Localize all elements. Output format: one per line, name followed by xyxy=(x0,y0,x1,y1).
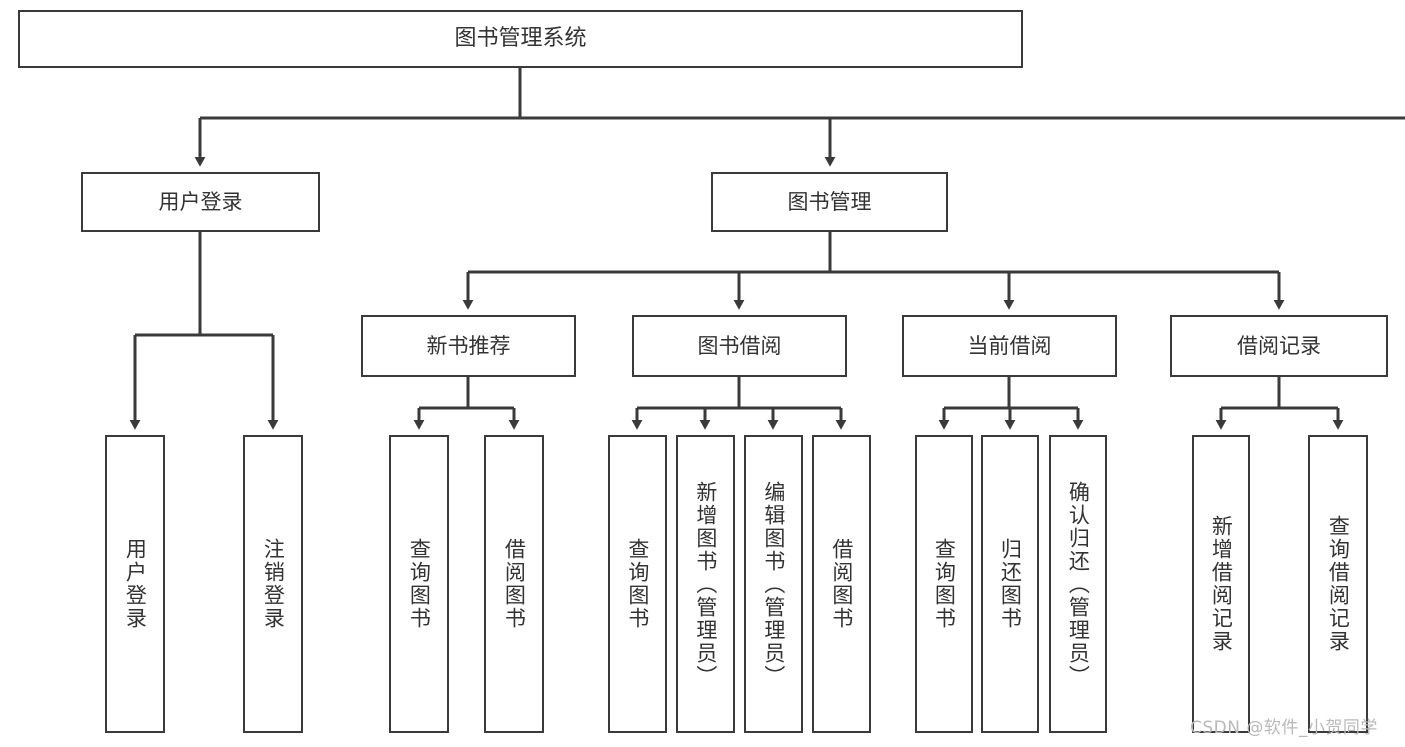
node-borrow-record[interactable]: 借阅记录 xyxy=(1170,315,1388,377)
leaf-add-book-admin[interactable]: 新增图书（管理员） xyxy=(676,435,735,733)
leaf-label: 新增借阅记录 xyxy=(1209,515,1234,653)
leaf-label: 借阅图书 xyxy=(829,538,854,630)
node-book-borrow[interactable]: 图书借阅 xyxy=(632,315,847,377)
leaf-confirm-return-admin[interactable]: 确认归还（管理员） xyxy=(1049,435,1107,733)
leaf-label: 借阅图书 xyxy=(502,538,527,630)
leaf-label: 新增图书（管理员） xyxy=(693,480,718,688)
leaf-query-book[interactable]: 查询图书 xyxy=(608,435,667,733)
leaf-borrow-book[interactable]: 借阅图书 xyxy=(812,435,871,733)
leaf-return-book[interactable]: 归还图书 xyxy=(981,435,1039,733)
leaf-label: 归还图书 xyxy=(998,538,1023,630)
leaf-label: 查询图书 xyxy=(932,538,957,630)
leaf-label: 注销登录 xyxy=(261,538,286,630)
leaf-label: 确认归还（管理员） xyxy=(1066,480,1091,688)
leaf-query-borrow-record[interactable]: 查询借阅记录 xyxy=(1308,435,1368,733)
leaf-query-book-recommend[interactable]: 查询图书 xyxy=(389,435,449,733)
leaf-edit-book-admin[interactable]: 编辑图书（管理员） xyxy=(744,435,803,733)
leaf-borrow-book-recommend[interactable]: 借阅图书 xyxy=(484,435,544,733)
leaf-user-login[interactable]: 用户登录 xyxy=(105,435,165,733)
leaf-label: 查询图书 xyxy=(407,538,432,630)
leaf-query-book-current[interactable]: 查询图书 xyxy=(915,435,973,733)
leaf-label: 查询图书 xyxy=(625,538,650,630)
leaf-add-borrow-record[interactable]: 新增借阅记录 xyxy=(1192,435,1250,733)
node-new-book-recommend[interactable]: 新书推荐 xyxy=(361,315,576,377)
leaf-user-logout[interactable]: 注销登录 xyxy=(243,435,303,733)
leaf-label: 用户登录 xyxy=(123,538,148,630)
node-root[interactable]: 图书管理系统 xyxy=(18,10,1023,68)
leaf-label: 查询借阅记录 xyxy=(1326,515,1351,653)
node-book-manage[interactable]: 图书管理 xyxy=(711,172,948,232)
node-current-borrow[interactable]: 当前借阅 xyxy=(902,315,1117,377)
leaf-label: 编辑图书（管理员） xyxy=(761,480,786,688)
csdn-watermark: CSDN @软件_小贺同学 xyxy=(1190,718,1378,738)
node-user-login[interactable]: 用户登录 xyxy=(81,172,320,232)
